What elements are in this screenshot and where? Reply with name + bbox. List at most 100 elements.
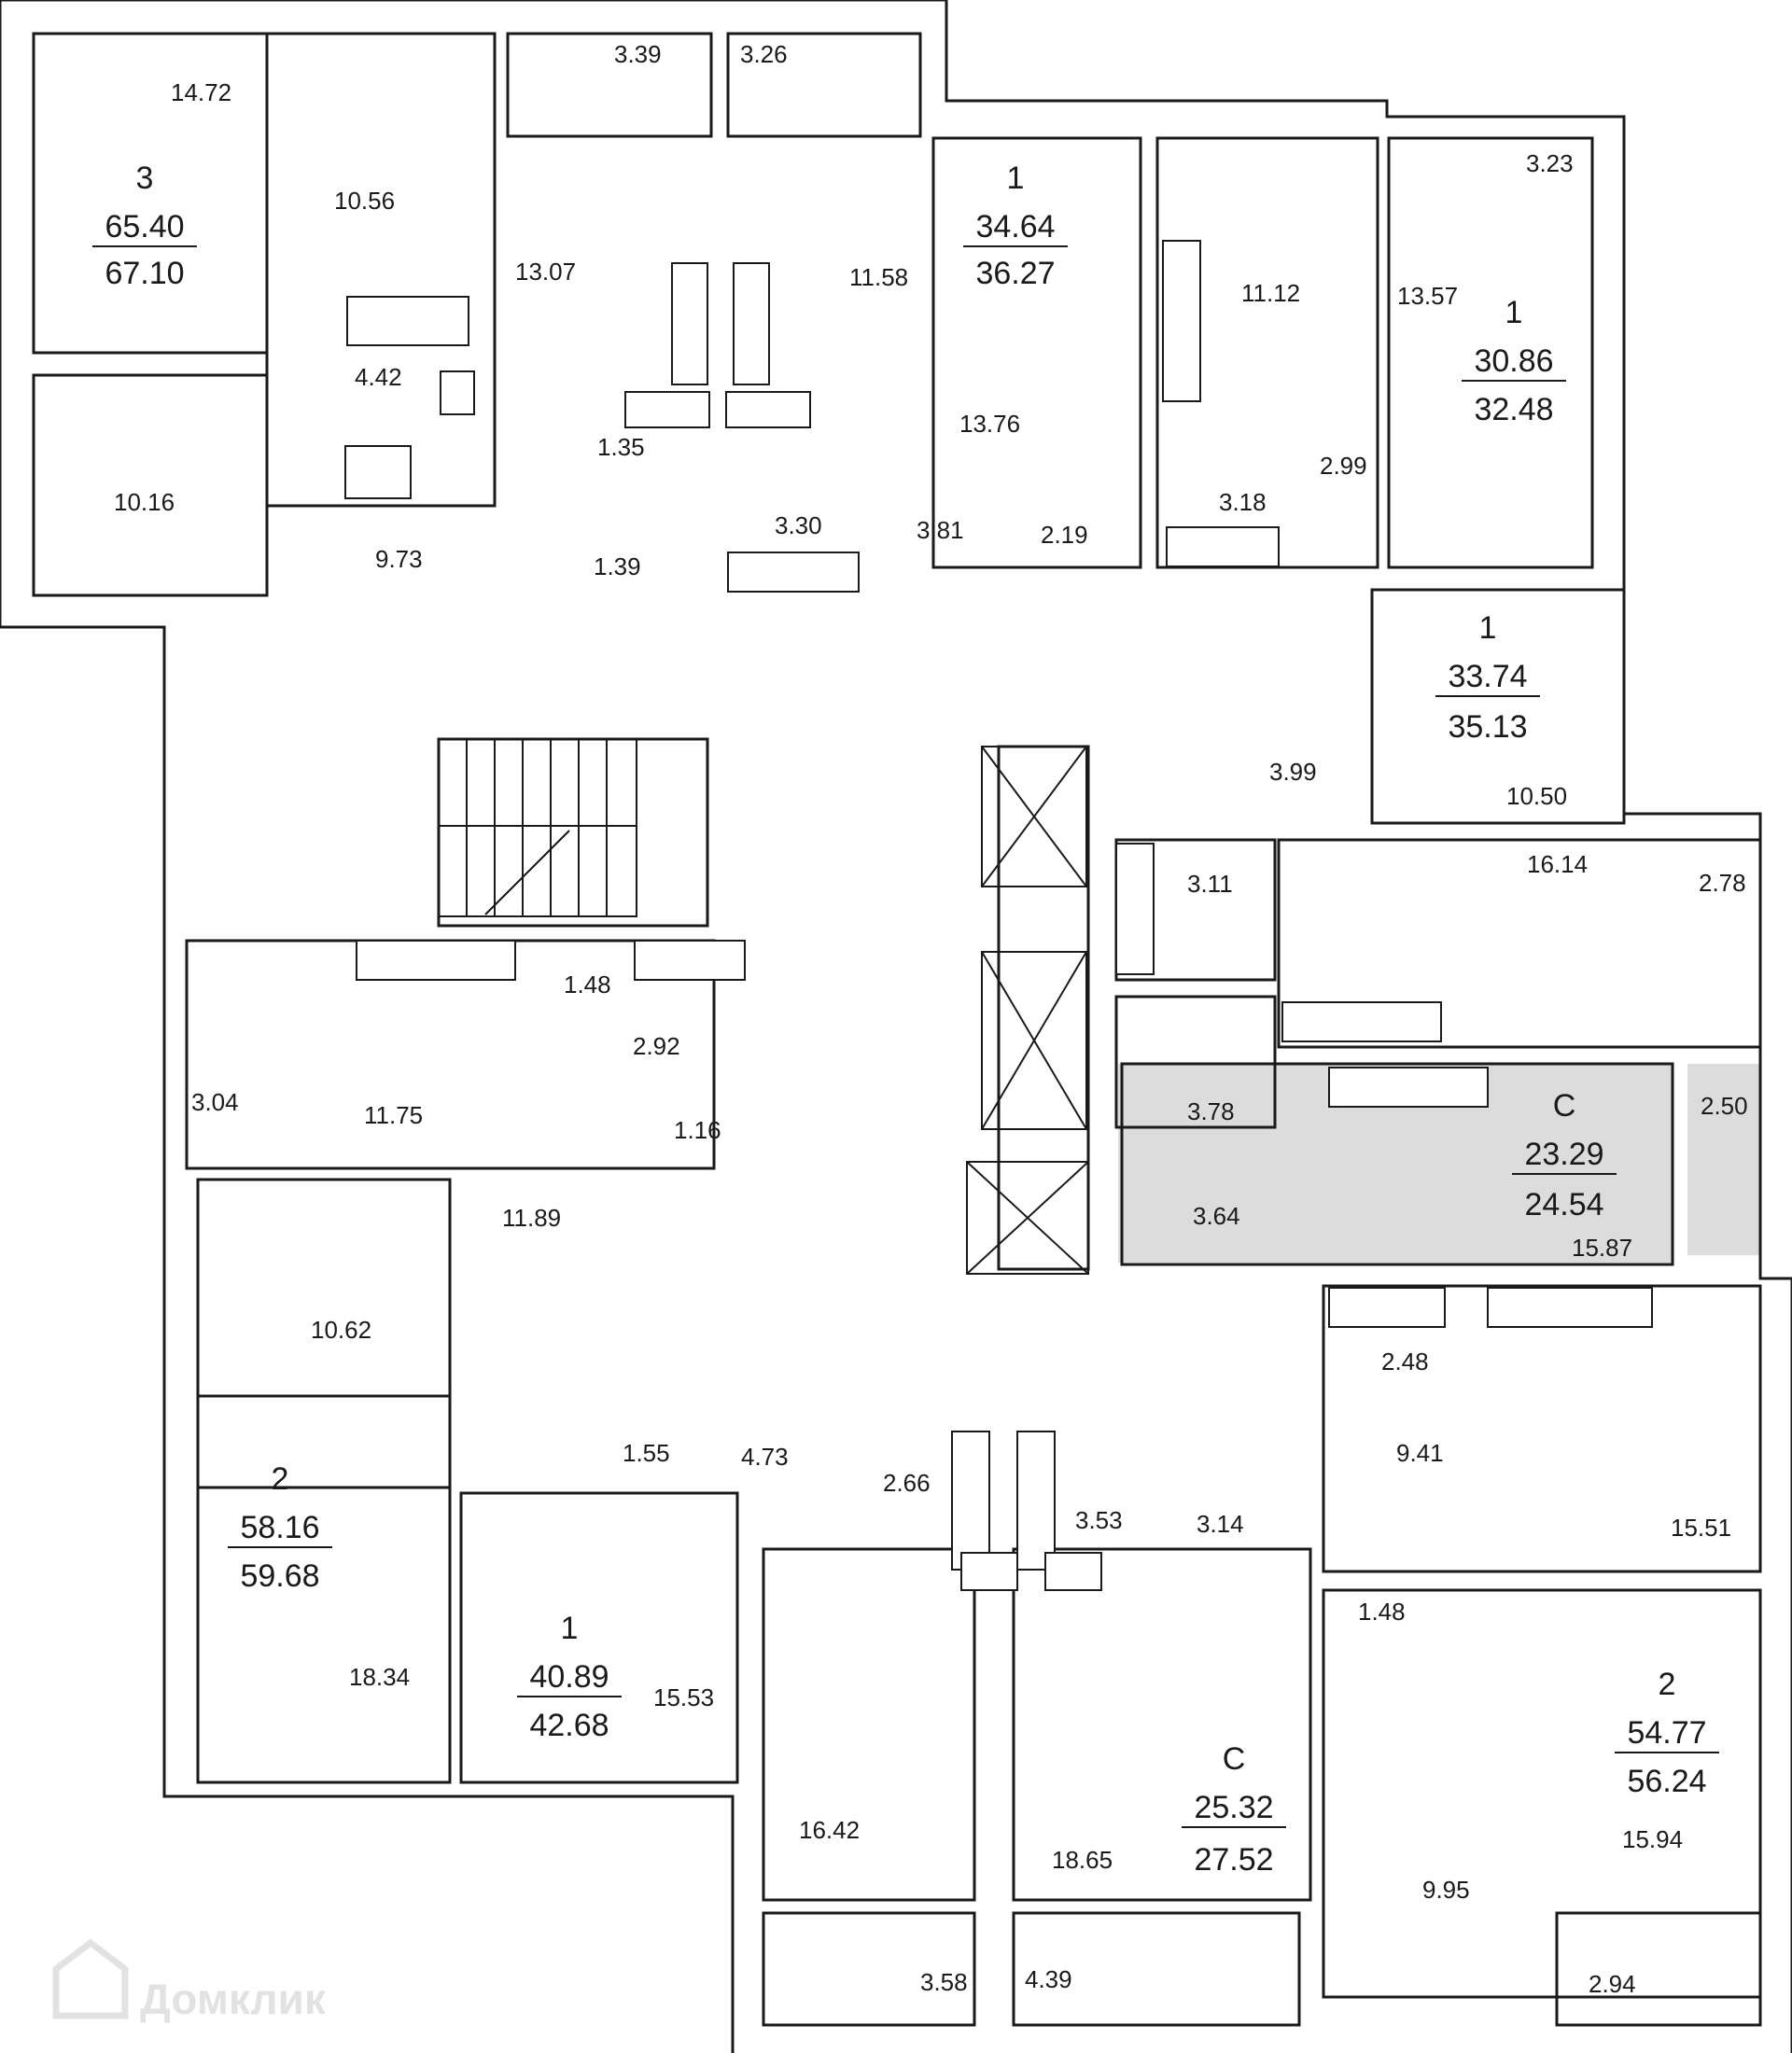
room-area: 9.95	[1422, 1876, 1470, 1904]
apartment-total-area: 56.24	[1627, 1764, 1706, 1799]
apartment-label[interactable]: 1 40.89 42.68	[517, 1611, 622, 1743]
room-area: 16.42	[799, 1816, 860, 1844]
stairwell	[438, 738, 637, 917]
room-area: 3.39	[614, 40, 662, 68]
room-area: 2.66	[883, 1469, 931, 1497]
apartment-rooms: 1	[1479, 610, 1497, 646]
room-area: 1.48	[564, 971, 611, 999]
apartment-living-area: 54.77	[1627, 1715, 1706, 1751]
room-area: 11.75	[364, 1101, 423, 1129]
room-area: 11.58	[849, 263, 908, 291]
room-area: 2.48	[1381, 1348, 1429, 1376]
room-area: 1.16	[674, 1116, 721, 1144]
apartment-rooms: 3	[136, 161, 154, 196]
apartment-living-area: 58.16	[240, 1510, 319, 1545]
room-area: 4.73	[741, 1443, 789, 1471]
apartment-total-area: 24.54	[1524, 1187, 1603, 1222]
apartment-total-area: 59.68	[240, 1558, 319, 1594]
fixtures	[344, 240, 1653, 1591]
room-area: 3.14	[1197, 1510, 1244, 1538]
room-area: 1.35	[597, 433, 645, 461]
room-area: 10.50	[1506, 782, 1567, 810]
room-area: 15.87	[1572, 1234, 1632, 1262]
apartment-total-area: 35.13	[1448, 709, 1527, 745]
room-area: 3.53	[1075, 1506, 1123, 1534]
apartment-rooms: 1	[1007, 161, 1025, 196]
room-area: 13.76	[959, 410, 1020, 438]
house-logo-icon	[52, 1938, 129, 2019]
room-area: 3.18	[1219, 488, 1267, 516]
apartment-label[interactable]: С 23.29 24.54	[1512, 1088, 1617, 1222]
room-area: 2.78	[1699, 869, 1746, 897]
apartment-label[interactable]: 2 54.77 56.24	[1615, 1667, 1719, 1799]
room-area: 15.53	[653, 1683, 714, 1711]
room-area: 4.39	[1025, 1965, 1072, 1993]
watermark-text: Домклик	[140, 1975, 327, 2023]
apartment-rooms: 2	[1659, 1667, 1676, 1702]
apartment-total-area: 67.10	[105, 256, 184, 291]
room-area: 2.99	[1320, 452, 1367, 480]
room-area: 10.16	[114, 488, 175, 516]
apartment-rooms: 2	[272, 1461, 289, 1497]
apartment-total-area: 42.68	[529, 1708, 609, 1743]
apartment-total-area: 27.52	[1194, 1842, 1273, 1878]
elevator-shafts	[966, 746, 1089, 1275]
room-area: 3.11	[1187, 870, 1233, 898]
room-area: 9.73	[375, 545, 423, 573]
apartment-label[interactable]: 1 30.86 32.48	[1462, 295, 1566, 427]
apartment-total-area: 36.27	[975, 256, 1055, 291]
apartment-label[interactable]: 1 34.64 36.27	[963, 161, 1068, 291]
room-area: 1.48	[1358, 1598, 1406, 1626]
room-labels: 14.72 10.56 4.42 10.16 9.73 3.39 13.07 1…	[114, 40, 1748, 1998]
room-area: 15.51	[1671, 1514, 1731, 1542]
apartment-labels: 3 65.40 67.10 1 34.64 36.27 1 30.86 32.4…	[92, 161, 1719, 1878]
room-area: 15.94	[1622, 1825, 1683, 1853]
room-area: 3.58	[920, 1968, 968, 1996]
room-area: 3.64	[1193, 1202, 1240, 1230]
room-area: 13.07	[515, 258, 576, 286]
apartment-label[interactable]: С 25.32 27.52	[1182, 1741, 1286, 1878]
room-area: 3.04	[191, 1088, 239, 1116]
apartment-living-area: 30.86	[1474, 343, 1553, 379]
room-area: 2.19	[1041, 521, 1088, 549]
room-area: 18.34	[349, 1663, 410, 1691]
room-area: 11.12	[1241, 279, 1300, 307]
room-area: 16.14	[1527, 850, 1588, 878]
apartment-living-area: 40.89	[529, 1659, 609, 1695]
room-area: 9.41	[1396, 1439, 1444, 1467]
apartment-rooms: 1	[1505, 295, 1523, 330]
room-area: 3.26	[740, 40, 788, 68]
room-area: 18.65	[1052, 1846, 1113, 1874]
room-area: 2.94	[1589, 1970, 1636, 1998]
room-area: 4.42	[355, 363, 402, 391]
room-area: 3.99	[1269, 758, 1317, 786]
room-area: 3.30	[775, 511, 822, 539]
room-area: 3.23	[1526, 149, 1574, 177]
apartment-label[interactable]: 2 58.16 59.68	[228, 1461, 332, 1594]
apartment-living-area: 34.64	[975, 209, 1055, 244]
watermark: Домклик	[52, 1938, 327, 2023]
apartment-rooms: С	[1553, 1088, 1576, 1124]
apartment-rooms: 1	[561, 1611, 579, 1646]
room-area: 2.92	[633, 1032, 680, 1060]
apartment-living-area: 65.40	[105, 209, 184, 244]
apartment-label[interactable]: 1 33.74 35.13	[1435, 610, 1540, 745]
room-area: 13.57	[1397, 282, 1458, 310]
room-area: 3.78	[1187, 1097, 1235, 1125]
room-area: 2.50	[1701, 1092, 1748, 1120]
room-area: 1.39	[594, 552, 641, 580]
apartment-rooms: С	[1223, 1741, 1246, 1777]
apartment-label[interactable]: 3 65.40 67.10	[92, 161, 197, 291]
room-area: 10.56	[334, 187, 395, 215]
room-area: 1.55	[623, 1439, 670, 1467]
room-area: 11.89	[502, 1204, 561, 1232]
apartment-living-area: 25.32	[1194, 1790, 1273, 1825]
apartment-living-area: 23.29	[1524, 1137, 1603, 1172]
apartment-total-area: 32.48	[1474, 392, 1553, 427]
room-area: 10.62	[311, 1316, 371, 1344]
room-area: 3.81	[917, 516, 964, 544]
room-area: 14.72	[171, 78, 231, 106]
apartment-living-area: 33.74	[1448, 659, 1527, 694]
